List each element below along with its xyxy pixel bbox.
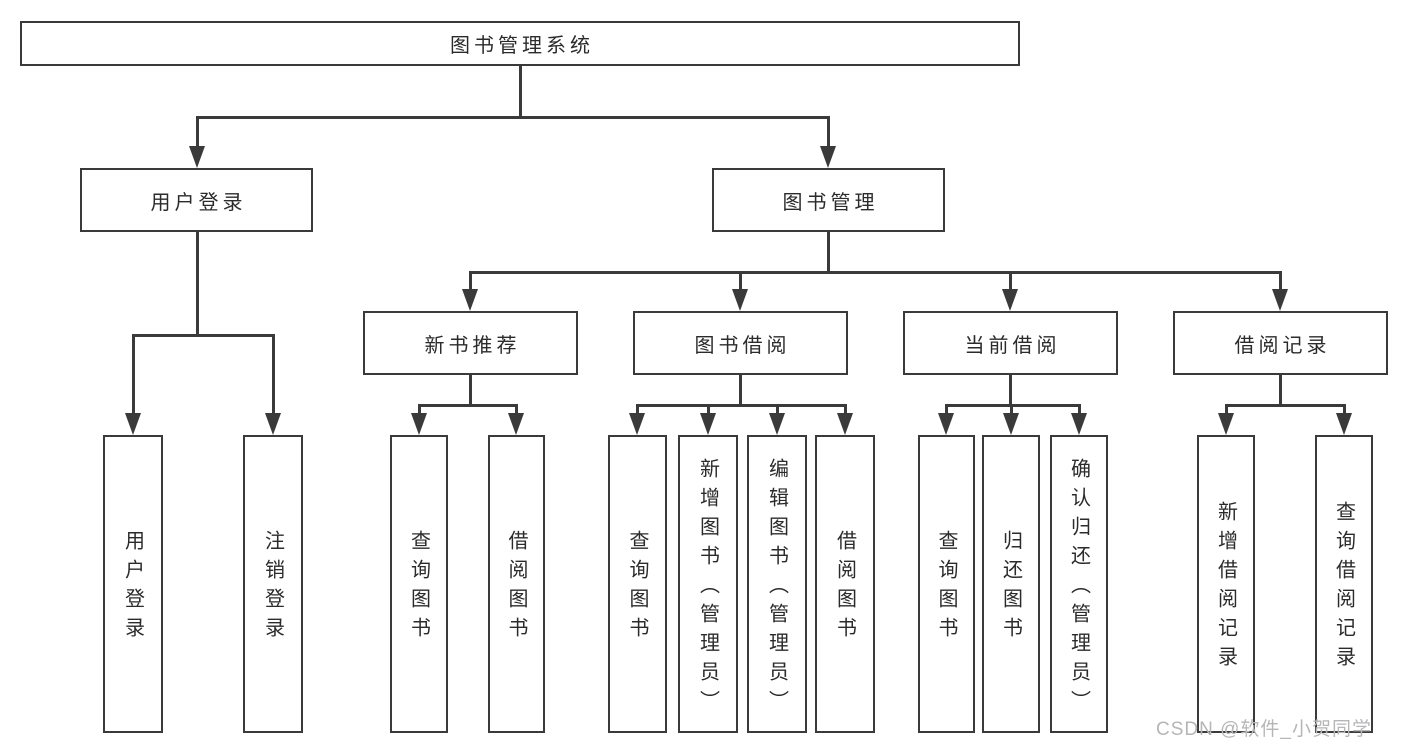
connector-line <box>132 334 275 337</box>
leaf-query-books-new-label: 查询图书 <box>407 530 430 646</box>
connector-line <box>1343 404 1346 416</box>
csdn-watermark: CSDN @软件_小贺同学 <box>1156 719 1372 740</box>
connector-line <box>196 231 199 336</box>
arrow-down-icon <box>125 413 141 435</box>
node-current-borrow-label: 当前借阅 <box>964 334 1061 357</box>
node-user-login: 用户登录 <box>80 168 313 232</box>
connector-line <box>739 271 742 291</box>
connector-line <box>844 404 847 416</box>
arrow-down-icon <box>1071 413 1087 435</box>
connector-line <box>945 404 1080 407</box>
connector-line <box>636 404 846 407</box>
connector-line <box>196 116 830 119</box>
node-user-login-label: 用户登录 <box>150 191 247 214</box>
arrow-down-icon <box>837 413 853 435</box>
connector-line <box>272 334 275 415</box>
node-current-borrow: 当前借阅 <box>903 311 1118 375</box>
leaf-add-book-admin-label: 新增图书（管理员） <box>696 457 719 719</box>
leaf-query-borrow-record: 查询借阅记录 <box>1315 435 1373 733</box>
leaf-logout: 注销登录 <box>243 435 303 733</box>
connector-line <box>418 404 518 407</box>
leaf-query-books-borrow-label: 查询图书 <box>626 530 648 646</box>
arrow-down-icon <box>189 146 205 168</box>
leaf-borrow-books-label: 借阅图书 <box>833 530 856 646</box>
arrow-down-icon <box>1336 413 1352 435</box>
node-root: 图书管理系统 <box>20 21 1020 66</box>
connector-line <box>196 116 199 148</box>
connector-line <box>469 271 472 291</box>
connector-line <box>418 404 421 416</box>
node-borrow-records-label: 借阅记录 <box>1234 334 1331 357</box>
leaf-query-books-current: 查询图书 <box>918 435 975 733</box>
node-book-borrow-label: 图书借阅 <box>694 334 791 357</box>
arrow-down-icon <box>629 413 645 435</box>
leaf-borrow-books-new-label: 借阅图书 <box>505 530 527 646</box>
connector-line <box>827 116 830 148</box>
node-new-book-recommend-label: 新书推荐 <box>424 334 521 357</box>
arrow-down-icon <box>411 413 427 435</box>
connector-line <box>1279 374 1282 406</box>
leaf-user-login-label: 用户登录 <box>121 530 144 646</box>
arrow-down-icon <box>700 413 716 435</box>
connector-line <box>1078 404 1081 416</box>
leaf-query-books-new: 查询图书 <box>390 435 448 733</box>
connector-line <box>1279 271 1282 291</box>
leaf-query-books-borrow: 查询图书 <box>608 435 667 733</box>
connector-line <box>1225 404 1228 416</box>
connector-line <box>707 404 710 416</box>
leaf-query-books-current-label: 查询图书 <box>935 530 957 646</box>
connector-line <box>469 374 472 406</box>
node-root-label: 图书管理系统 <box>450 35 594 57</box>
connector-line <box>636 404 639 416</box>
leaf-return-books-label: 归还图书 <box>999 530 1022 646</box>
connector-line <box>945 404 948 416</box>
arrow-down-icon <box>769 413 785 435</box>
connector-line <box>132 334 135 415</box>
node-new-book-recommend: 新书推荐 <box>363 311 578 375</box>
leaf-add-book-admin: 新增图书（管理员） <box>678 435 738 733</box>
arrow-down-icon <box>462 289 478 311</box>
arrow-down-icon <box>1003 413 1019 435</box>
arrow-down-icon <box>938 413 954 435</box>
leaf-query-borrow-record-label: 查询借阅记录 <box>1332 501 1355 675</box>
node-book-management: 图书管理 <box>712 168 945 232</box>
leaf-borrow-books-new: 借阅图书 <box>488 435 545 733</box>
connector-line <box>739 374 742 406</box>
leaf-borrow-books: 借阅图书 <box>815 435 875 733</box>
arrow-down-icon <box>732 289 748 311</box>
leaf-add-borrow-record: 新增借阅记录 <box>1197 435 1255 733</box>
leaf-edit-book-admin-label: 编辑图书（管理员） <box>765 457 788 719</box>
node-book-management-label: 图书管理 <box>782 191 879 214</box>
connector-line <box>1225 404 1345 407</box>
connector-line <box>776 404 779 416</box>
arrow-down-icon <box>508 413 524 435</box>
connector-line <box>1009 374 1012 406</box>
leaf-confirm-return-admin-label: 确认归还（管理员） <box>1067 457 1090 719</box>
leaf-logout-label: 注销登录 <box>261 530 284 646</box>
connector-line <box>1009 271 1012 291</box>
arrow-down-icon <box>265 413 281 435</box>
connector-line <box>469 271 1282 274</box>
connector-line <box>827 231 830 273</box>
arrow-down-icon <box>820 146 836 168</box>
connector-line <box>515 404 518 416</box>
connector-line <box>519 63 522 118</box>
leaf-add-borrow-record-label: 新增借阅记录 <box>1214 501 1237 675</box>
arrow-down-icon <box>1002 289 1018 311</box>
node-borrow-records: 借阅记录 <box>1173 311 1388 375</box>
arrow-down-icon <box>1218 413 1234 435</box>
leaf-user-login: 用户登录 <box>103 435 163 733</box>
connector-line <box>1010 404 1013 416</box>
leaf-return-books: 归还图书 <box>982 435 1040 733</box>
leaf-confirm-return-admin: 确认归还（管理员） <box>1050 435 1108 733</box>
arrow-down-icon <box>1272 289 1288 311</box>
node-book-borrow: 图书借阅 <box>633 311 848 375</box>
leaf-edit-book-admin: 编辑图书（管理员） <box>747 435 807 733</box>
